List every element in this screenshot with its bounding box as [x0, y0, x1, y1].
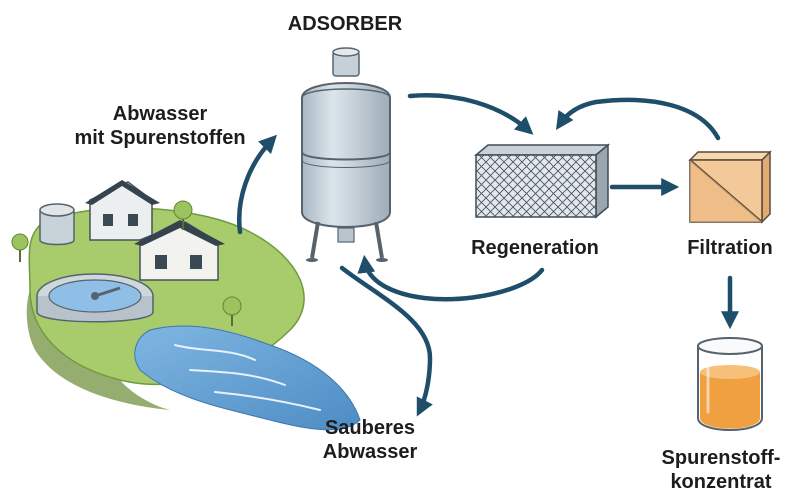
label-clean-water-line-1: Sauberes [324, 417, 416, 439]
label-wastewater-line-2: mit Spurenstoffen [74, 127, 246, 149]
label-wastewater: Abwasser mit Spurenstoffen [55, 102, 265, 150]
arrow-filtration-to-regeneration [556, 97, 721, 141]
label-concentrate-line-1: Spurenstoff- [661, 447, 781, 469]
label-filtration: Filtration [670, 236, 790, 260]
label-concentrate-line-2: konzentrat [670, 471, 772, 493]
label-adsorber: ADSORBER [260, 12, 430, 36]
wastewater-plant-icon [11, 180, 361, 431]
label-regeneration: Regeneration [450, 236, 620, 260]
label-clean-water: Sauberes Abwasser [300, 416, 440, 464]
adsorber-tank-icon [301, 47, 391, 262]
arrow-adsorber-to-clean-water [339, 265, 433, 417]
regeneration-mesh-icon [473, 143, 611, 219]
filtration-box-icon [688, 150, 772, 224]
arrow-adsorber-to-regeneration [407, 93, 534, 135]
label-concentrate: Spurenstoff- konzentrat [648, 446, 794, 494]
label-clean-water-line-2: Abwasser [322, 441, 418, 463]
arrow-wastewater-to-adsorber [237, 134, 277, 235]
label-regeneration-text: Regeneration [471, 237, 599, 259]
label-adsorber-text: ADSORBER [287, 13, 403, 35]
arrow-regeneration-to-adsorber [357, 254, 545, 302]
concentrate-beaker-icon [697, 337, 763, 431]
label-filtration-text: Filtration [687, 237, 773, 259]
label-wastewater-line-1: Abwasser [112, 103, 208, 125]
